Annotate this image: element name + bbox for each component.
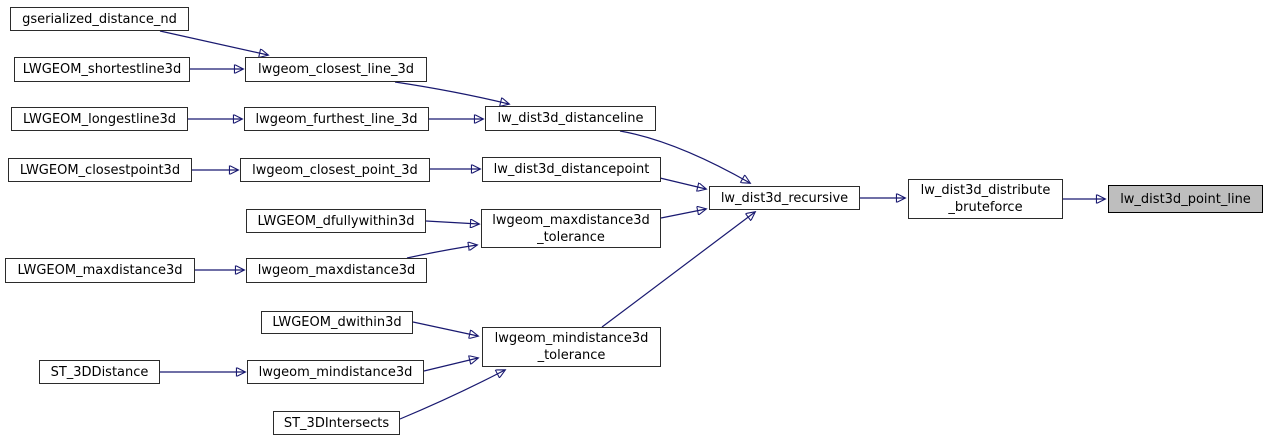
edge-lwgeom_mindistance3d-lwgeom_mindistance3d_tolerance bbox=[423, 358, 478, 372]
node-lwgeom_closest_point_3d[interactable]: lwgeom_closest_point_3d bbox=[240, 158, 430, 182]
node-LWGEOM_shortestline3d[interactable]: LWGEOM_shortestline3d bbox=[14, 57, 190, 82]
node-lwgeom_furthest_line_3d[interactable]: lwgeom_furthest_line_3d bbox=[244, 107, 429, 131]
node-lwgeom_mindistance3d_tolerance[interactable]: lwgeom_mindistance3d _tolerance bbox=[482, 327, 661, 367]
node-lw_dist3d_distancepoint[interactable]: lw_dist3d_distancepoint bbox=[482, 157, 661, 182]
node-lw_dist3d_recursive[interactable]: lw_dist3d_recursive bbox=[709, 186, 860, 210]
node-LWGEOM_dfullywithin3d[interactable]: LWGEOM_dfullywithin3d bbox=[246, 209, 426, 233]
edge-lwgeom_maxdistance3d_tolerance-lw_dist3d_recursive bbox=[660, 209, 706, 219]
edge-lw_dist3d_distancepoint-lw_dist3d_recursive bbox=[659, 177, 706, 189]
node-ST_3DIntersects[interactable]: ST_3DIntersects bbox=[273, 411, 400, 435]
edge-lwgeom_maxdistance3d-lwgeom_maxdistance3d_tolerance bbox=[406, 245, 477, 259]
node-lwgeom_maxdistance3d_tolerance[interactable]: lwgeom_maxdistance3d _tolerance bbox=[481, 209, 661, 248]
node-lwgeom_mindistance3d[interactable]: lwgeom_mindistance3d bbox=[247, 360, 424, 384]
node-LWGEOM_maxdistance3d[interactable]: LWGEOM_maxdistance3d bbox=[5, 258, 195, 283]
node-LWGEOM_longestline3d[interactable]: LWGEOM_longestline3d bbox=[11, 107, 188, 131]
edge-gserialized_distance_nd-lwgeom_closest_line_3d bbox=[159, 30, 268, 55]
node-lw_dist3d_distribute_bruteforce[interactable]: lw_dist3d_distribute _bruteforce bbox=[908, 179, 1063, 219]
edge-lw_dist3d_distanceline-lw_dist3d_recursive bbox=[619, 130, 750, 183]
node-lwgeom_closest_line_3d[interactable]: lwgeom_closest_line_3d bbox=[245, 57, 427, 82]
node-LWGEOM_closestpoint3d[interactable]: LWGEOM_closestpoint3d bbox=[8, 158, 192, 182]
edge-ST_3DIntersects-lwgeom_mindistance3d_tolerance bbox=[399, 370, 505, 420]
edge-LWGEOM_dwithin3d-lwgeom_mindistance3d_tolerance bbox=[412, 321, 478, 336]
node-LWGEOM_dwithin3d[interactable]: LWGEOM_dwithin3d bbox=[261, 311, 413, 334]
node-ST_3DDistance[interactable]: ST_3DDistance bbox=[39, 360, 160, 384]
node-lw_dist3d_distanceline[interactable]: lw_dist3d_distanceline bbox=[485, 106, 656, 131]
node-lwgeom_maxdistance3d[interactable]: lwgeom_maxdistance3d bbox=[246, 258, 427, 283]
node-lw_dist3d_point_line[interactable]: lw_dist3d_point_line bbox=[1108, 185, 1263, 213]
edge-LWGEOM_dfullywithin3d-lwgeom_maxdistance3d_tolerance bbox=[425, 221, 479, 224]
node-gserialized_distance_nd[interactable]: gserialized_distance_nd bbox=[10, 7, 189, 31]
edge-lwgeom_mindistance3d_tolerance-lw_dist3d_recursive bbox=[601, 212, 755, 328]
edge-lwgeom_closest_line_3d-lw_dist3d_distanceline bbox=[394, 81, 509, 104]
